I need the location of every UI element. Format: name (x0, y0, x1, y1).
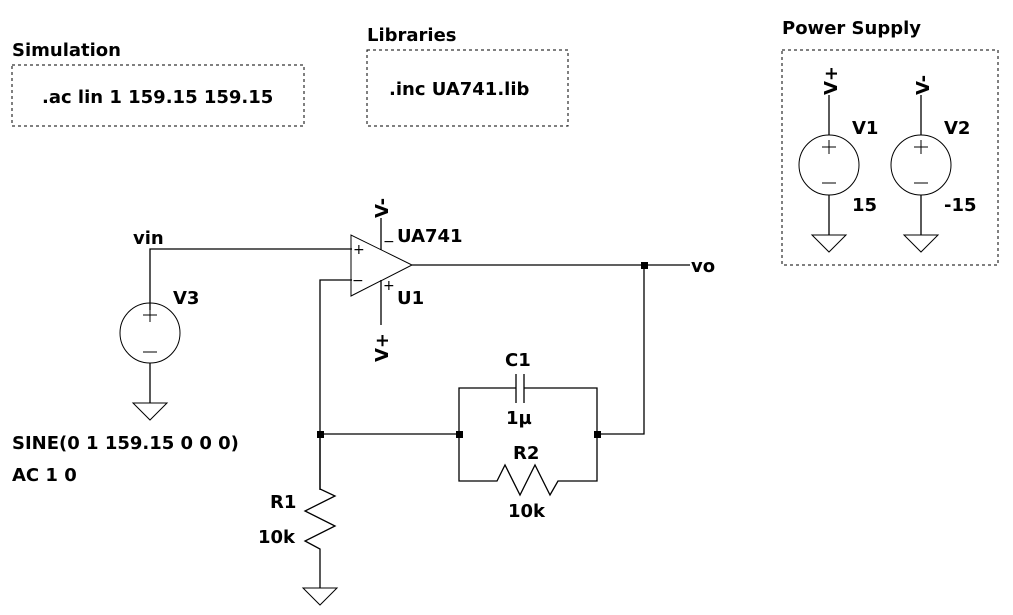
c1-name: C1 (505, 350, 531, 371)
libraries-box[interactable] (366, 49, 569, 127)
wire-feedback (597, 265, 645, 435)
v1-value[interactable]: 15 (852, 195, 877, 216)
v1-source[interactable]: V+ (798, 66, 860, 253)
v1-name: V1 (852, 118, 878, 139)
v3-sine-spec[interactable]: SINE(0 1 159.15 0 0 0) (12, 433, 239, 454)
v2-name: V2 (944, 118, 970, 139)
ground-icon (131, 402, 169, 421)
r2-value[interactable]: 10k (508, 501, 546, 522)
simulation-title: Simulation (12, 40, 121, 61)
libraries-title: Libraries (367, 25, 457, 46)
opamp-vplus-flag: V+ (372, 333, 393, 362)
v2-value[interactable]: -15 (944, 195, 977, 216)
libraries-directive[interactable]: .inc UA741.lib (389, 79, 530, 100)
opamp-noninverting-pin: + (353, 242, 365, 258)
opamp-pos-supply-pin: + (383, 278, 395, 294)
power-supply-title: Power Supply (782, 18, 921, 39)
simulation-directive[interactable]: .ac lin 1 159.15 159.15 (42, 87, 273, 108)
resistor-r2[interactable] (458, 434, 598, 497)
capacitor-c1[interactable] (458, 374, 598, 434)
opamp-neg-supply-pin: − (383, 234, 395, 250)
v2-source[interactable]: V- (890, 75, 952, 253)
r2-name: R2 (513, 443, 539, 464)
resistor-r1[interactable] (301, 434, 339, 606)
simulation-box[interactable] (11, 64, 305, 127)
ground-icon (810, 234, 848, 253)
net-label-vin[interactable]: vin (133, 228, 164, 249)
ground-icon (902, 234, 940, 253)
c1-value[interactable]: 1µ (506, 408, 532, 429)
ground-icon (301, 587, 339, 606)
r1-value[interactable]: 10k (258, 527, 296, 548)
wire-inverting (319, 279, 352, 490)
opamp-vminus-flag: V- (372, 198, 393, 218)
net-label-vo[interactable]: vo (691, 256, 715, 277)
v2-net-flag: V- (913, 75, 934, 95)
wire-vin (149, 248, 352, 310)
v3-ac-spec[interactable]: AC 1 0 (12, 465, 77, 486)
opamp-model: UA741 (397, 226, 463, 247)
opamp-u1[interactable]: V- V+ (350, 198, 414, 362)
power-supply-box (781, 49, 999, 266)
v3-name: V3 (173, 288, 199, 309)
opamp-ref: U1 (397, 288, 424, 309)
r1-name: R1 (270, 492, 296, 513)
v1-net-flag: V+ (821, 66, 842, 95)
v3-source[interactable] (119, 302, 181, 421)
opamp-inverting-pin: − (352, 273, 364, 289)
